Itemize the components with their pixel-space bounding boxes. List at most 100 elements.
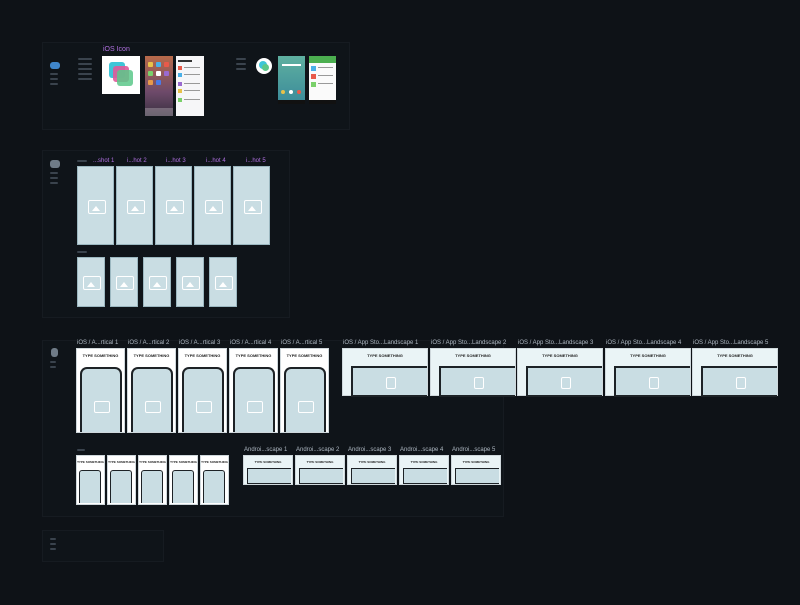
image-placeholder-icon bbox=[94, 400, 110, 413]
section-3-notes bbox=[50, 361, 56, 371]
phone-landscape-mockup bbox=[701, 366, 777, 397]
vertical-label-1: iOS / A...rtical 1 bbox=[77, 340, 119, 346]
image-placeholder-icon bbox=[182, 276, 200, 290]
phone-landscape-mockup bbox=[247, 468, 291, 484]
section-2-row2-note bbox=[77, 251, 87, 256]
android-landscape-label-3: Androi...scape 3 bbox=[348, 447, 392, 453]
screenshot-placeholder-small[interactable] bbox=[77, 257, 105, 307]
app-store-vertical-frame[interactable]: TYPE SOMETHING bbox=[127, 348, 176, 433]
landscape-label-1: iOS / App Sto...Landscape 1 bbox=[343, 340, 419, 346]
section-4-board bbox=[42, 530, 164, 562]
image-placeholder-icon bbox=[145, 400, 161, 413]
phone-mockup bbox=[141, 470, 163, 503]
android-vertical-frame[interactable]: TYPE SOMETHING bbox=[169, 455, 198, 505]
image-placeholder-icon bbox=[247, 400, 263, 413]
section-1-thumb-icon[interactable] bbox=[50, 62, 60, 69]
app-store-vertical-frame[interactable]: TYPE SOMETHING bbox=[76, 348, 125, 433]
android-landscape-frame[interactable]: TYPE SOMETHING bbox=[451, 455, 501, 485]
screenshot-placeholder-small[interactable] bbox=[209, 257, 237, 307]
screenshot-placeholder-small[interactable] bbox=[176, 257, 204, 307]
ios-icon-artboard[interactable] bbox=[102, 56, 140, 94]
vertical-label-2: iOS / A...rtical 2 bbox=[128, 340, 170, 346]
screenshot-placeholder-small[interactable] bbox=[110, 257, 138, 307]
android-landscape-label-2: Androi...scape 2 bbox=[296, 447, 340, 453]
image-placeholder-icon bbox=[298, 400, 314, 413]
app-store-landscape-frame[interactable]: TYPE SOMETHING bbox=[605, 348, 691, 397]
phone-mockup bbox=[284, 367, 326, 432]
android-home-screen[interactable] bbox=[278, 56, 305, 104]
phone-mockup bbox=[79, 470, 101, 503]
screenshot-placeholder[interactable] bbox=[77, 166, 114, 245]
android-landscape-label-4: Androi...scape 4 bbox=[400, 447, 444, 453]
section-2-text-block bbox=[77, 160, 87, 165]
image-placeholder-icon bbox=[196, 400, 212, 413]
android-landscape-frame[interactable]: TYPE SOMETHING bbox=[347, 455, 397, 485]
image-placeholder-icon bbox=[215, 276, 233, 290]
phone-landscape-mockup bbox=[455, 468, 499, 484]
section-3-row2-note bbox=[77, 449, 85, 454]
image-placeholder-icon bbox=[649, 376, 659, 389]
landscape-label-4: iOS / App Sto...Landscape 4 bbox=[606, 340, 682, 346]
android-vertical-frame[interactable]: TYPE SOMETHING bbox=[200, 455, 229, 505]
app-store-vertical-frame[interactable]: TYPE SOMETHING bbox=[280, 348, 329, 433]
section-3-thumb-icon[interactable] bbox=[51, 348, 58, 357]
phone-landscape-mockup bbox=[614, 366, 690, 397]
app-store-vertical-frame[interactable]: TYPE SOMETHING bbox=[229, 348, 278, 433]
android-icon-circle[interactable] bbox=[256, 58, 272, 74]
ios-icon-label: iOS Icon bbox=[103, 46, 130, 53]
landscape-label-3: iOS / App Sto...Landscape 3 bbox=[518, 340, 594, 346]
section-1-notes bbox=[50, 73, 58, 88]
phone-landscape-mockup bbox=[439, 366, 515, 397]
shot-label-3: i...hot 3 bbox=[166, 158, 186, 164]
phone-landscape-mockup bbox=[299, 468, 343, 484]
android-vertical-frame[interactable]: TYPE SOMETHING bbox=[76, 455, 105, 505]
phone-mockup bbox=[80, 367, 122, 432]
image-placeholder-icon bbox=[165, 199, 184, 214]
app-store-landscape-frame[interactable]: TYPE SOMETHING bbox=[517, 348, 603, 397]
app-store-landscape-frame[interactable]: TYPE SOMETHING bbox=[430, 348, 516, 397]
ios-settings-screen[interactable] bbox=[176, 56, 204, 116]
android-landscape-frame[interactable]: TYPE SOMETHING bbox=[243, 455, 293, 485]
image-placeholder-icon bbox=[204, 199, 223, 214]
image-placeholder-icon bbox=[126, 199, 145, 214]
phone-landscape-mockup bbox=[351, 468, 395, 484]
phone-mockup bbox=[131, 367, 173, 432]
phone-landscape-mockup bbox=[403, 468, 447, 484]
screenshot-placeholder[interactable] bbox=[155, 166, 192, 245]
shot-label-2: i...hot 2 bbox=[127, 158, 147, 164]
image-placeholder-icon bbox=[116, 276, 134, 290]
screenshot-placeholder[interactable] bbox=[194, 166, 231, 245]
app-store-landscape-frame[interactable]: TYPE SOMETHING bbox=[342, 348, 428, 397]
android-vertical-frame[interactable]: TYPE SOMETHING bbox=[138, 455, 167, 505]
landscape-label-5: iOS / App Sto...Landscape 5 bbox=[693, 340, 769, 346]
android-landscape-frame[interactable]: TYPE SOMETHING bbox=[399, 455, 449, 485]
android-landscape-label-1: Androi...scape 1 bbox=[244, 447, 288, 453]
screenshot-placeholder-small[interactable] bbox=[143, 257, 171, 307]
section-2-notes bbox=[50, 172, 58, 187]
android-landscape-frame[interactable]: TYPE SOMETHING bbox=[295, 455, 345, 485]
vertical-label-5: iOS / A...rtical 5 bbox=[281, 340, 323, 346]
app-store-vertical-frame[interactable]: TYPE SOMETHING bbox=[178, 348, 227, 433]
image-placeholder-icon bbox=[474, 376, 484, 389]
android-vertical-frame[interactable]: TYPE SOMETHING bbox=[107, 455, 136, 505]
shot-label-4: i...hot 4 bbox=[206, 158, 226, 164]
image-placeholder-icon bbox=[83, 276, 101, 290]
phone-mockup bbox=[110, 470, 132, 503]
screenshot-placeholder[interactable] bbox=[116, 166, 153, 245]
section-1-android-notes bbox=[236, 58, 246, 73]
phone-mockup bbox=[203, 470, 225, 503]
app-icon-stack-front bbox=[117, 70, 133, 86]
app-store-landscape-frame[interactable]: TYPE SOMETHING bbox=[692, 348, 778, 397]
ios-home-screen[interactable] bbox=[145, 56, 173, 116]
android-store-screen[interactable] bbox=[309, 56, 336, 104]
section-2-thumb-icon[interactable] bbox=[50, 160, 60, 168]
android-landscape-label-5: Androi...scape 5 bbox=[452, 447, 496, 453]
section-1-text-block bbox=[78, 58, 92, 83]
screenshot-placeholder[interactable] bbox=[233, 166, 270, 245]
phone-landscape-mockup bbox=[526, 366, 602, 397]
landscape-label-2: iOS / App Sto...Landscape 2 bbox=[431, 340, 507, 346]
phone-mockup bbox=[172, 470, 194, 503]
vertical-label-4: iOS / A...rtical 4 bbox=[230, 340, 272, 346]
image-placeholder-icon bbox=[386, 376, 396, 389]
phone-mockup bbox=[182, 367, 224, 432]
